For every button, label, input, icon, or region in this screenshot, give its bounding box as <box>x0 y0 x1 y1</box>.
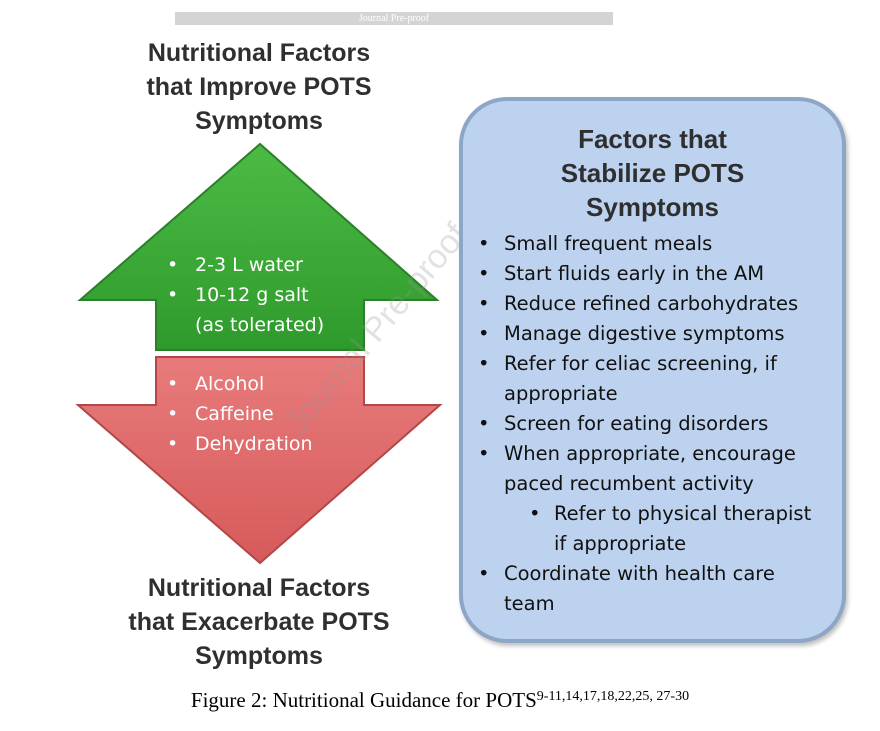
list-item: 10-12 g salt (as tolerated) <box>165 280 365 340</box>
improve-heading: Nutritional Factors that Improve POTS Sy… <box>146 39 372 135</box>
list-item: Dehydration <box>165 429 365 459</box>
list-item: Alcohol <box>165 369 365 399</box>
exacerbate-list: AlcoholCaffeineDehydration <box>165 369 365 459</box>
caption-citations: 9-11,14,17,18,22,25, 27-30 <box>536 689 690 704</box>
journal-pre-proof-banner: Journal Pre-proof <box>175 12 613 25</box>
list-item: Start fluids early in the AM <box>474 259 844 289</box>
stabilize-list: Small frequent mealsStart fluids early i… <box>474 229 844 619</box>
exacerbate-heading: Nutritional Factors that Exacerbate POTS… <box>128 574 390 670</box>
list-item: Coordinate with health care team <box>474 559 844 619</box>
stabilize-panel-title: Factors that Stabilize POTS Symptoms <box>560 124 745 222</box>
list-item: Screen for eating disorders <box>474 409 844 439</box>
figure-caption: Figure 2: Nutritional Guidance for POTS9… <box>0 688 880 713</box>
list-item: Reduce refined carbohydrates <box>474 289 844 319</box>
list-item: Refer for celiac screening, if appropria… <box>474 349 844 409</box>
list-item: Small frequent meals <box>474 229 844 259</box>
list-item: Caffeine <box>165 399 365 429</box>
list-item: When appropriate, encourage paced recumb… <box>474 439 844 499</box>
list-item: Refer to physical therapist if appropria… <box>474 499 844 559</box>
list-item: Manage digestive symptoms <box>474 319 844 349</box>
list-item: 2-3 L water <box>165 250 365 280</box>
caption-text: Figure 2: Nutritional Guidance for POTS <box>190 688 537 712</box>
improve-list: 2-3 L water10-12 g salt (as tolerated) <box>165 250 365 340</box>
